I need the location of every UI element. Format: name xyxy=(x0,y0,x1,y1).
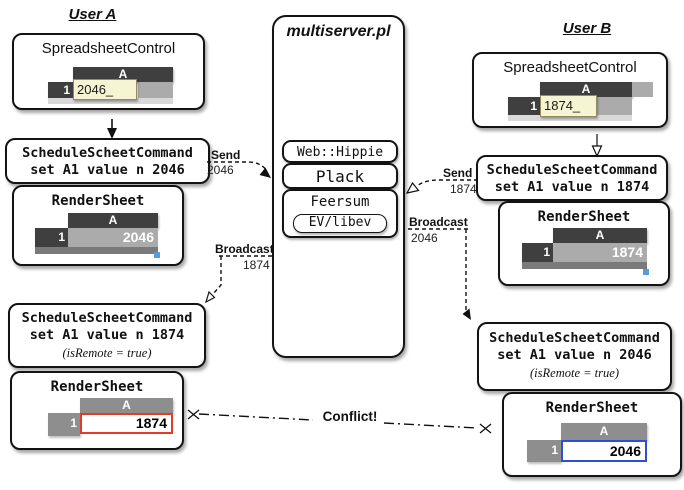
value-cell: 2046 xyxy=(68,228,158,247)
column-header: A xyxy=(80,398,173,413)
user-a-heading: User A xyxy=(68,6,117,23)
spreadsheet-control-title: SpreadsheetControl xyxy=(41,40,176,57)
user-b-mini-sheet: A 1 1874_ xyxy=(508,82,653,122)
row-header: 1 xyxy=(48,413,80,436)
plack-layer: Plack xyxy=(282,163,398,189)
row-header: 1 xyxy=(508,97,540,115)
command-name: ScheduleScheetCommand xyxy=(22,145,193,161)
column-header: A xyxy=(540,82,632,97)
column-header: A xyxy=(561,423,647,440)
header-tail xyxy=(632,82,653,97)
command-args: set A1 value n 1874 xyxy=(29,327,185,343)
multiserver-title: multiserver.pl xyxy=(286,23,391,40)
render-sheet-title: RenderSheet xyxy=(50,379,144,395)
broadcast-a-value: 1874 xyxy=(243,258,270,272)
web-hippie-layer: Web::Hippie xyxy=(282,140,398,163)
command-args: set A1 value n 2046 xyxy=(497,347,652,363)
send-b-value: 1874 xyxy=(450,182,477,196)
command-name: ScheduleScheetCommand xyxy=(486,162,658,178)
user-b-conflict-mini-sheet: A 1 2046 xyxy=(527,423,647,462)
conflict-value-cell-red: 1874 xyxy=(80,413,173,434)
user-a-mini-sheet: A 1 2046_ xyxy=(48,67,173,105)
row-header: 1 xyxy=(527,440,561,462)
render-sheet-title: RenderSheet xyxy=(537,209,631,225)
ev-libev-layer: EV/libev xyxy=(293,214,387,233)
user-a-command-box: ScheduleScheetCommand set A1 value n 204… xyxy=(5,138,210,184)
spreadsheet-control-title: SpreadsheetControl xyxy=(503,59,637,76)
row-header: 1 xyxy=(522,243,553,262)
user-a-conflict-mini-sheet: A 1 1874 xyxy=(48,398,173,438)
user-a-control-to-command-arrow xyxy=(107,119,117,139)
conflict-x-right-icon xyxy=(479,423,492,434)
is-remote-note: (isRemote = true) xyxy=(530,366,619,380)
send-b-label: Send xyxy=(443,166,473,180)
empty-cell xyxy=(138,82,173,98)
feersum-label: Feersum xyxy=(310,194,370,210)
column-header: A xyxy=(73,67,173,82)
send-a-label: Send xyxy=(211,148,241,162)
render-sheet-title: RenderSheet xyxy=(51,193,145,209)
row-strip xyxy=(35,247,158,254)
user-b-remote-command-box: ScheduleScheetCommand set A1 value n 204… xyxy=(477,322,672,391)
conflict-label: Conflict! xyxy=(322,409,378,424)
command-name: ScheduleScheetCommand xyxy=(21,310,193,326)
send-a-value: 2046 xyxy=(207,163,234,177)
render-sheet-title: RenderSheet xyxy=(545,400,639,416)
row-header: 1 xyxy=(48,82,73,98)
command-args: set A1 value n 1874 xyxy=(494,179,650,195)
command-name: ScheduleScheetCommand xyxy=(489,330,660,346)
value-cell: 1874 xyxy=(553,243,647,262)
editing-cell[interactable]: 1874_ xyxy=(540,95,597,117)
conflict-x-left-icon xyxy=(187,409,200,420)
conflict-value-cell-blue: 2046 xyxy=(561,440,647,462)
row-strip xyxy=(48,98,173,104)
column-header: A xyxy=(68,213,158,228)
editing-cell[interactable]: 2046_ xyxy=(73,79,137,100)
row-strip xyxy=(508,115,632,121)
broadcast-a-label: Broadcast xyxy=(215,242,274,256)
user-a-remote-command-box: ScheduleScheetCommand set A1 value n 187… xyxy=(8,303,206,368)
broadcast-b-label: Broadcast xyxy=(409,215,468,229)
command-args: set A1 value n 2046 xyxy=(30,162,185,178)
user-b-render-mini-sheet: A 1 1874 xyxy=(522,228,649,275)
user-b-command-box: ScheduleScheetCommand set A1 value n 187… xyxy=(476,155,668,201)
user-a-render-mini-sheet: A 1 2046 xyxy=(35,213,160,258)
user-b-control-to-command-arrow xyxy=(591,134,603,158)
is-remote-note: (isRemote = true) xyxy=(62,346,152,360)
user-b-heading: User B xyxy=(562,20,612,37)
broadcast-b-value: 2046 xyxy=(411,231,438,245)
row-strip xyxy=(522,262,647,269)
row-header: 1 xyxy=(35,228,68,247)
resize-handle-icon[interactable] xyxy=(643,269,649,275)
empty-cell xyxy=(597,97,632,115)
resize-handle-icon[interactable] xyxy=(154,252,160,258)
column-header: A xyxy=(553,228,647,243)
